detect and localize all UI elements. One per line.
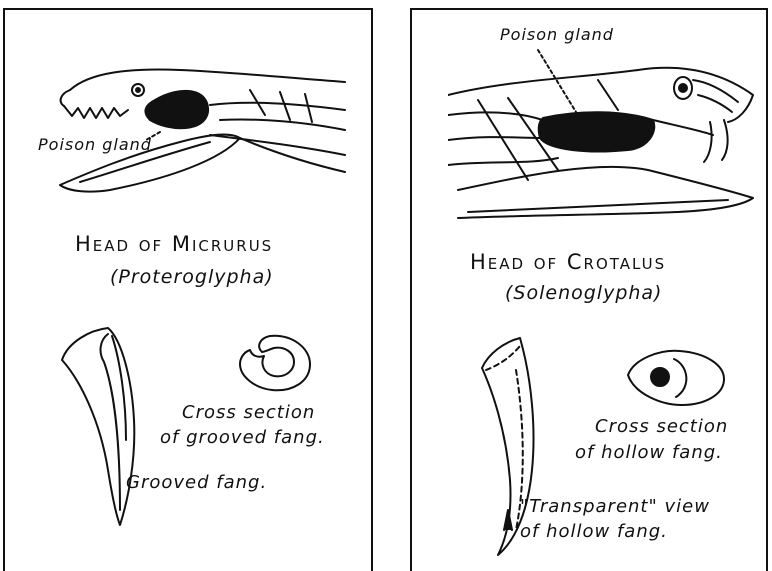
hollow-fang-cross-section-icon [620, 345, 730, 410]
right-cross-section-label-1: Cross section [595, 414, 728, 439]
right-head-subtitle: (Solenoglypha) [505, 282, 662, 304]
transparent-view-label-2: of hollow fang. [520, 519, 668, 544]
left-head-title: Head of Micrurus [75, 232, 273, 256]
micrurus-head-illustration [50, 60, 350, 200]
grooved-fang-illustration [50, 320, 150, 530]
left-cross-section-label-1: Cross section [182, 400, 315, 425]
left-poison-gland-label: Poison gland [38, 135, 152, 154]
left-cross-section-label-2: of grooved fang. [160, 425, 325, 450]
grooved-fang-cross-section-icon [230, 328, 320, 398]
right-cross-section-label-2: of hollow fang. [575, 440, 723, 465]
left-head-subtitle: (Proteroglypha) [110, 266, 274, 288]
crotalus-head-illustration [448, 40, 760, 230]
grooved-fang-label: Grooved fang. [126, 470, 267, 495]
transparent-view-label-1: "Transparent" view [520, 494, 710, 519]
right-head-title: Head of Crotalus [470, 250, 666, 274]
